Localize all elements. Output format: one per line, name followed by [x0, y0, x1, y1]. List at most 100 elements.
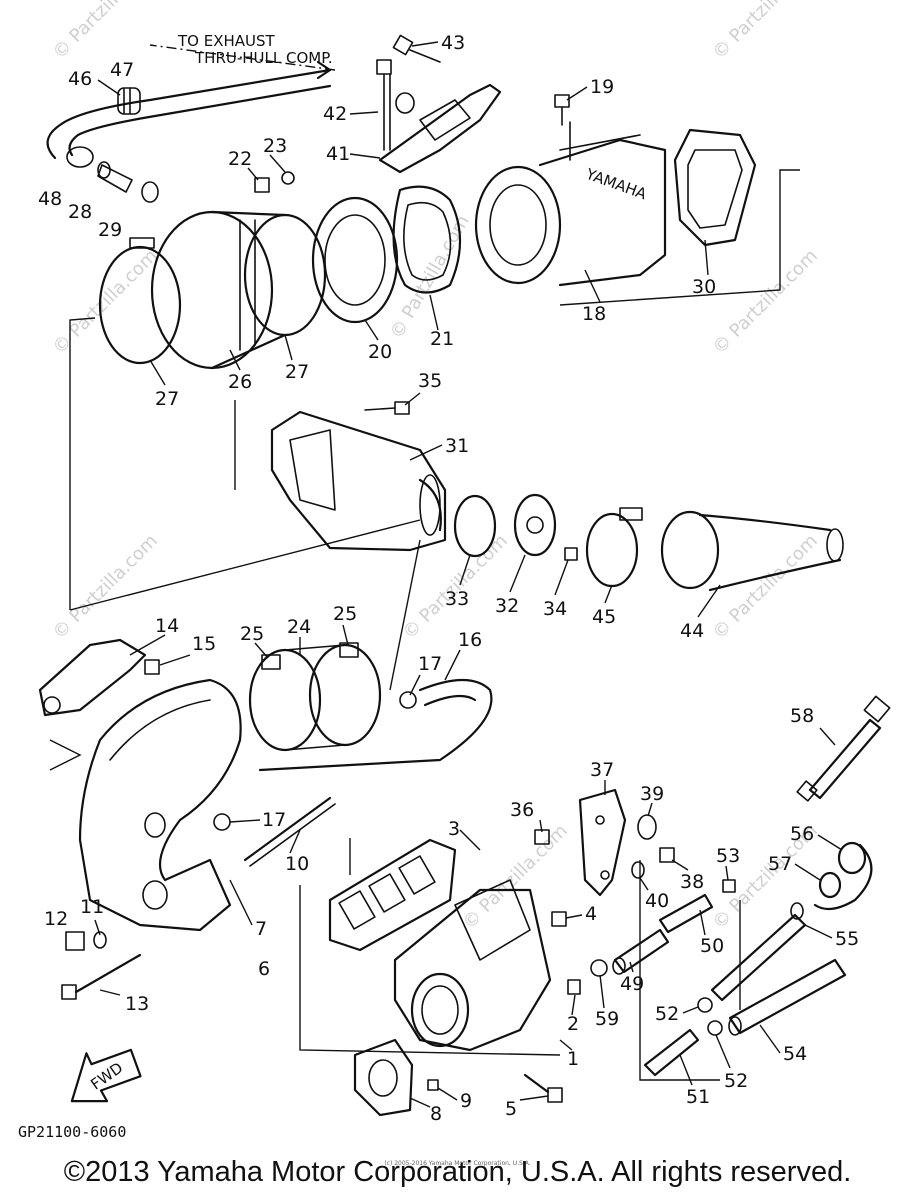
- leader-lines: [94, 41, 843, 1108]
- bolt-42: [376, 59, 392, 151]
- clamp-48: [66, 146, 94, 168]
- callout-20: 20: [368, 341, 392, 363]
- clamp-17: [399, 691, 417, 709]
- manifold-1: [393, 879, 552, 1052]
- callout-31: 31: [445, 435, 469, 457]
- muffler-18: YAMAHA: [474, 121, 667, 287]
- exhaust-note-line2: THRU-HULL COMP.: [194, 49, 333, 67]
- bracket-37: [578, 788, 627, 897]
- clamp-17b: [213, 813, 231, 831]
- callout-12: 12: [44, 908, 68, 930]
- callout-19: 19: [590, 76, 614, 98]
- hose-54: [728, 958, 847, 1036]
- nut-57: [818, 871, 842, 899]
- clamp-45: [585, 507, 643, 588]
- callout-15: 15: [192, 633, 216, 655]
- fitting-51: [643, 1028, 700, 1077]
- callout-21: 21: [430, 328, 454, 350]
- spacer-39: [637, 814, 657, 840]
- bracket-14: [38, 638, 147, 717]
- callout-26: 26: [228, 371, 252, 393]
- bolt-13: [61, 953, 142, 1000]
- watermark: © Partzilla.com: [386, 212, 474, 343]
- watermark: © Partzilla.com: [49, 0, 162, 64]
- bolt-15: [144, 659, 160, 675]
- joint-24: [248, 643, 382, 752]
- callout-32: 32: [495, 595, 519, 617]
- callout-2: 2: [567, 1013, 579, 1035]
- callout-54: 54: [783, 1043, 807, 1065]
- washer-23: [281, 171, 295, 185]
- nut-53: [722, 879, 736, 893]
- callouts: 1 2 3 4 5 6 7 8 9 10 11 12 13 14 15 16 1…: [38, 32, 859, 1125]
- callout-39: 39: [640, 783, 664, 805]
- nipple-28: [97, 161, 133, 193]
- callout-42: 42: [323, 103, 347, 125]
- clamp-25: [261, 654, 281, 670]
- callout-36: 36: [510, 799, 534, 821]
- water-lock-31: [270, 410, 447, 552]
- pin-9: [427, 1079, 439, 1091]
- flange-20: [311, 196, 399, 324]
- callout-16: 16: [458, 629, 482, 651]
- callout-57: 57: [768, 853, 792, 875]
- stud-10: [243, 796, 336, 867]
- hose-16: [258, 679, 493, 772]
- washer-40: [631, 861, 645, 879]
- callout-29: 29: [98, 219, 122, 241]
- callout-25b: 25: [333, 603, 357, 625]
- bolt-43: [392, 34, 441, 63]
- callout-52a: 52: [655, 1003, 679, 1025]
- bolt-4: [551, 911, 567, 927]
- fitting-58: [796, 695, 891, 802]
- hose-44: [660, 510, 844, 592]
- clamp-59: [590, 959, 608, 977]
- pipe-50: [658, 893, 714, 934]
- nut-52b: [707, 1020, 723, 1036]
- exhaust-chamber-6: [78, 678, 242, 932]
- callout-59: 59: [595, 1008, 619, 1030]
- yamaha-marking: YAMAHA: [583, 165, 650, 204]
- bolt-38: [659, 847, 675, 863]
- exhaust-hose-46: TO EXHAUST THRU-HULL COMP.: [46, 32, 336, 160]
- clamp-25b: [339, 642, 359, 658]
- callout-22: 22: [228, 148, 252, 170]
- callout-49: 49: [620, 973, 644, 995]
- bolt-34: [564, 547, 578, 561]
- callout-25a: 25: [240, 623, 264, 645]
- nipple-49: [612, 928, 670, 975]
- plate-32: [513, 493, 557, 557]
- callout-24: 24: [287, 616, 311, 638]
- callout-40: 40: [645, 890, 669, 912]
- small-copyright: (c) 2005-2016 Yamaha Motor Corporation, …: [384, 1160, 531, 1167]
- callout-8: 8: [430, 1103, 442, 1125]
- callout-10: 10: [285, 853, 309, 875]
- assembly-brackets: [49, 169, 800, 1081]
- callout-38: 38: [680, 871, 704, 893]
- callout-50: 50: [700, 935, 724, 957]
- watermark: © Partzilla.com: [709, 0, 822, 64]
- callout-9: 9: [460, 1090, 472, 1112]
- callout-47: 47: [110, 59, 134, 81]
- callout-44: 44: [680, 620, 704, 642]
- callout-4: 4: [585, 903, 597, 925]
- callout-18: 18: [582, 303, 606, 325]
- callout-1: 1: [567, 1048, 579, 1070]
- callout-3: 3: [448, 818, 460, 840]
- callout-33: 33: [445, 588, 469, 610]
- copyright-footer: ©2013 Yamaha Motor Corporation, U.S.A. A…: [63, 1156, 852, 1188]
- clamp-29: [141, 181, 159, 203]
- bolt-35: [364, 401, 410, 415]
- callout-46: 46: [68, 68, 92, 90]
- nut-56: [837, 841, 867, 875]
- callout-35: 35: [418, 370, 442, 392]
- callout-34: 34: [543, 598, 567, 620]
- callout-23: 23: [263, 135, 287, 157]
- joint-26: [150, 210, 327, 370]
- watermark: © Partzilla.com: [709, 245, 822, 358]
- bolt-22: [254, 177, 270, 193]
- callout-45: 45: [592, 606, 616, 628]
- callout-27b: 27: [155, 388, 179, 410]
- callout-7: 7: [255, 918, 267, 940]
